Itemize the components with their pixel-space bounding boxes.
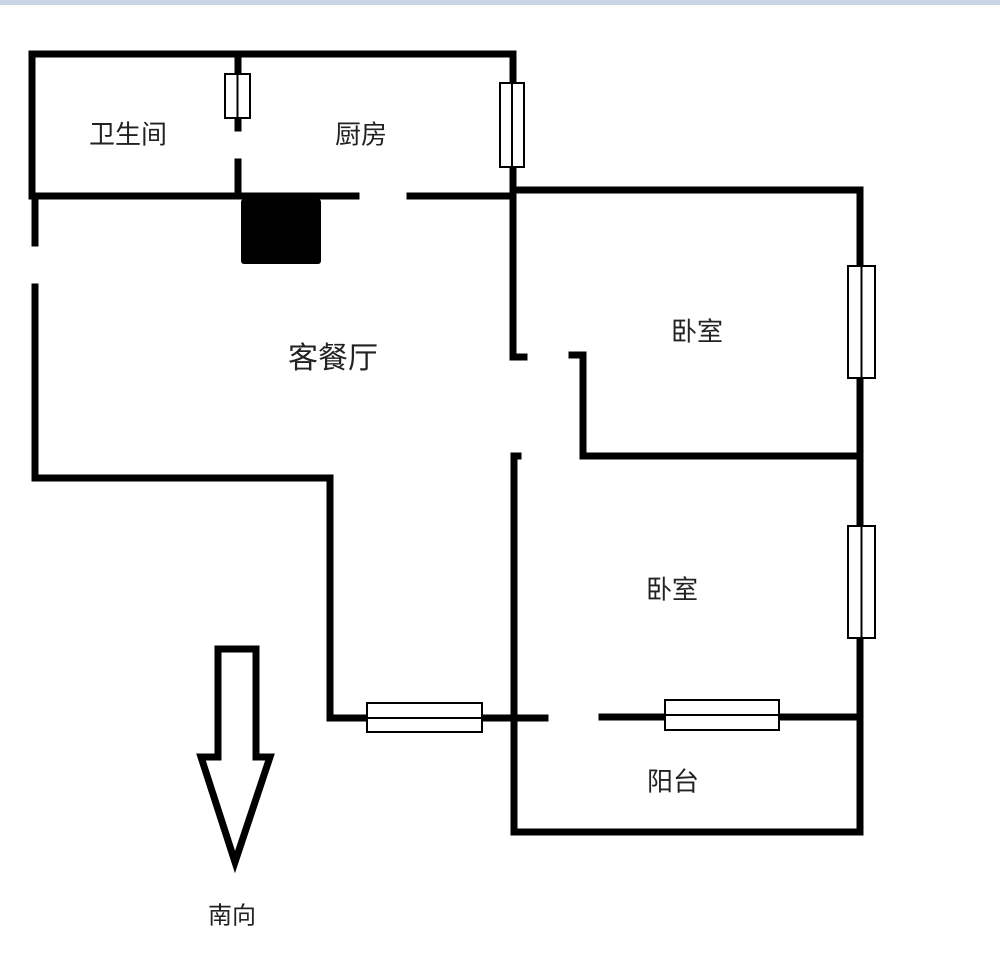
wall-corridor-left-upper bbox=[509, 192, 528, 361]
window-bath-kitchen bbox=[224, 73, 251, 119]
wall-corridor-left-lower bbox=[510, 452, 522, 836]
room-label-kitchen: 厨房 bbox=[334, 120, 388, 151]
window-bedroom2 bbox=[847, 525, 876, 639]
orientation-label: 南向 bbox=[208, 901, 256, 930]
wall-bedroom1-door bbox=[568, 351, 864, 460]
room-label-living-dining: 客餐厅 bbox=[288, 341, 378, 376]
window-bedroom1 bbox=[847, 265, 876, 379]
top-border bbox=[0, 0, 1000, 5]
windows bbox=[224, 73, 876, 733]
chimney-block bbox=[241, 199, 321, 264]
room-label-balcony: 阳台 bbox=[646, 767, 700, 798]
window-living bbox=[366, 702, 483, 733]
room-label-bathroom: 卫生间 bbox=[88, 120, 168, 151]
room-label-bedroom-1: 卧室 bbox=[670, 317, 724, 348]
window-kitchen bbox=[499, 82, 525, 168]
wall-bedroom-top bbox=[509, 186, 864, 836]
south-arrow-icon bbox=[196, 645, 275, 874]
room-label-bedroom-2: 卧室 bbox=[645, 575, 699, 606]
window-balcony bbox=[664, 699, 780, 731]
